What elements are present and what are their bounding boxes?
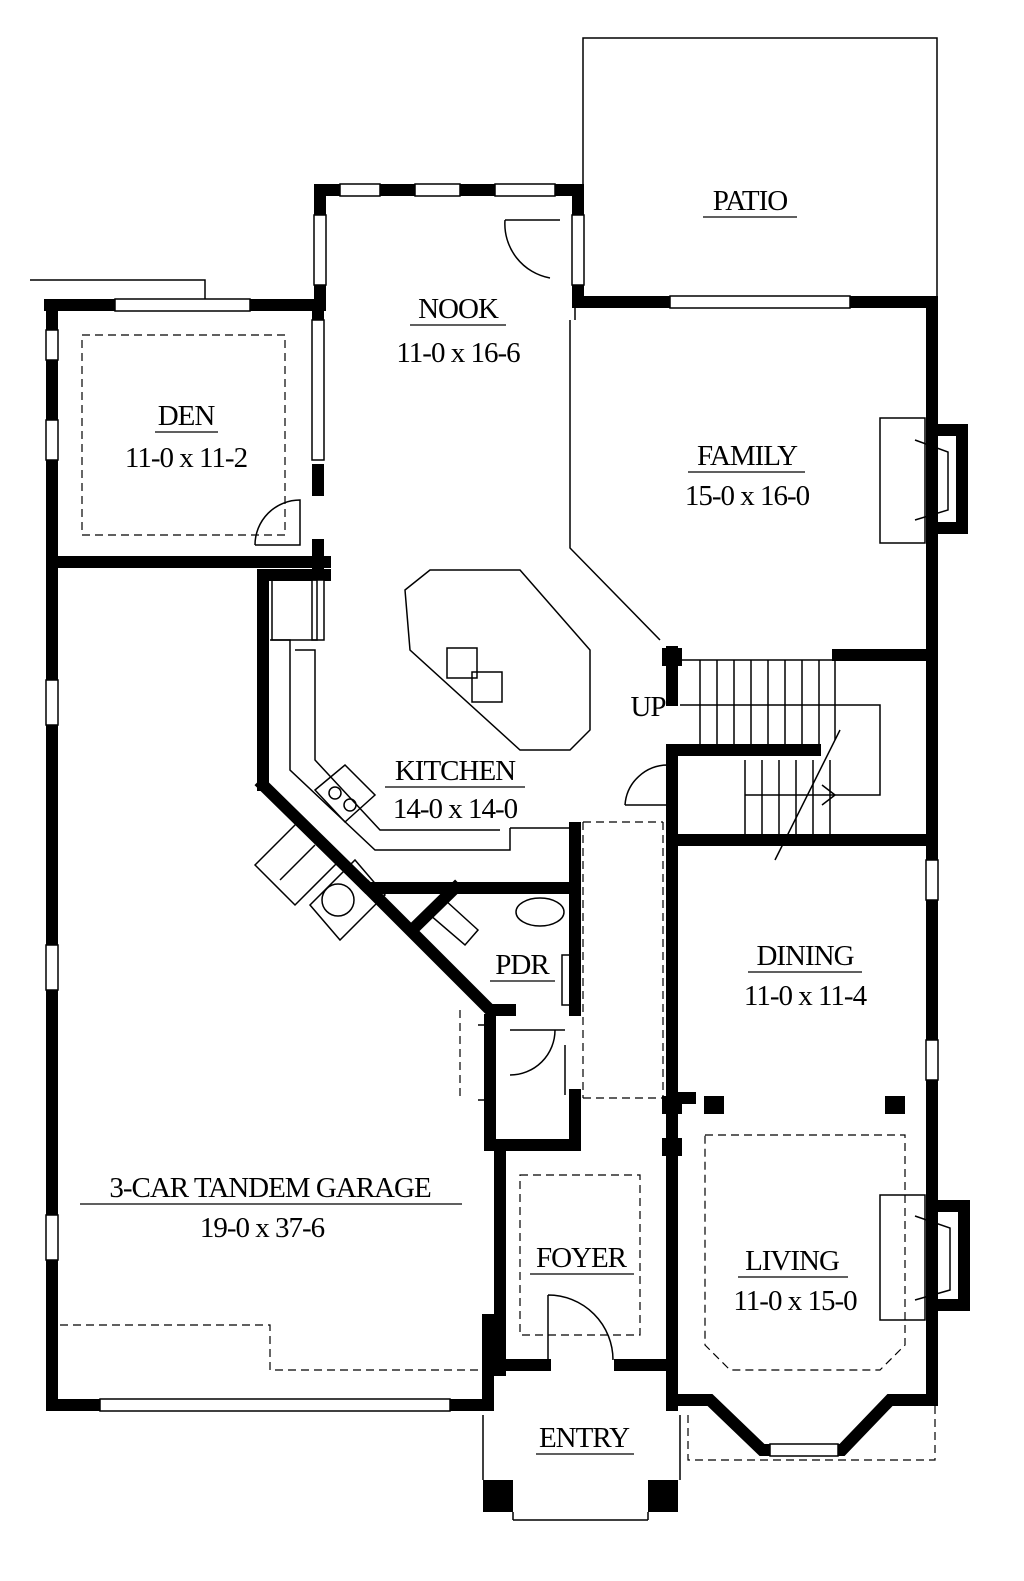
room-label-family: FAMILY 15-0 x 16-0 — [685, 440, 811, 512]
family-size: 15-0 x 16-0 — [685, 480, 810, 512]
entry-name: ENTRY — [539, 1422, 630, 1454]
kitchen-name: KITCHEN — [395, 755, 516, 787]
fireplace-living — [879, 1194, 970, 1321]
den-size: 11-0 x 11-2 — [125, 442, 247, 474]
roof-line — [30, 279, 206, 300]
room-label-garage: 3-CAR TANDEM GARAGE 19-0 x 37-6 — [80, 1172, 462, 1244]
living-size: 11-0 x 15-0 — [733, 1285, 857, 1317]
posts — [483, 648, 905, 1512]
room-label-pdr: PDR — [490, 949, 555, 982]
dashed-lines — [60, 305, 936, 1461]
entry-porch — [482, 1415, 681, 1521]
room-label-den: DEN 11-0 x 11-2 — [125, 400, 248, 474]
pdr-name: PDR — [495, 949, 550, 981]
patio-outline — [582, 37, 938, 300]
dining-size: 11-0 x 11-4 — [744, 980, 868, 1012]
room-label-dining: DINING 11-0 x 11-4 — [744, 940, 869, 1012]
nook-size: 11-0 x 16-6 — [396, 337, 520, 369]
room-label-nook: NOOK 11-0 x 16-6 — [396, 293, 521, 369]
room-label-kitchen: KITCHEN 14-0 x 14-0 — [385, 755, 525, 825]
kitchen-size: 14-0 x 14-0 — [393, 793, 518, 825]
nook-name: NOOK — [418, 293, 499, 325]
room-label-living: LIVING 11-0 x 15-0 — [733, 1245, 858, 1317]
stairs[interactable] — [680, 659, 881, 861]
patio-name: PATIO — [713, 185, 788, 217]
windows — [45, 183, 939, 1457]
family-name: FAMILY — [697, 440, 798, 472]
laundry — [253, 818, 387, 942]
fireplace-family — [879, 417, 968, 544]
room-label-entry: ENTRY — [536, 1422, 634, 1455]
room-label-patio: PATIO — [703, 185, 797, 218]
pdr-fixtures — [428, 897, 573, 1006]
garage-name: 3-CAR TANDEM GARAGE — [109, 1172, 431, 1204]
dining-name: DINING — [756, 940, 854, 972]
kitchen-counters — [270, 569, 591, 851]
room-label-foyer: FOYER — [530, 1242, 634, 1275]
stairs-up-label: UP — [630, 691, 665, 723]
range — [313, 763, 377, 824]
doors — [254, 219, 669, 1362]
garage-size: 19-0 x 37-6 — [200, 1212, 325, 1244]
living-name: LIVING — [745, 1245, 840, 1277]
foyer-name: FOYER — [536, 1242, 628, 1274]
den-name: DEN — [158, 400, 216, 432]
